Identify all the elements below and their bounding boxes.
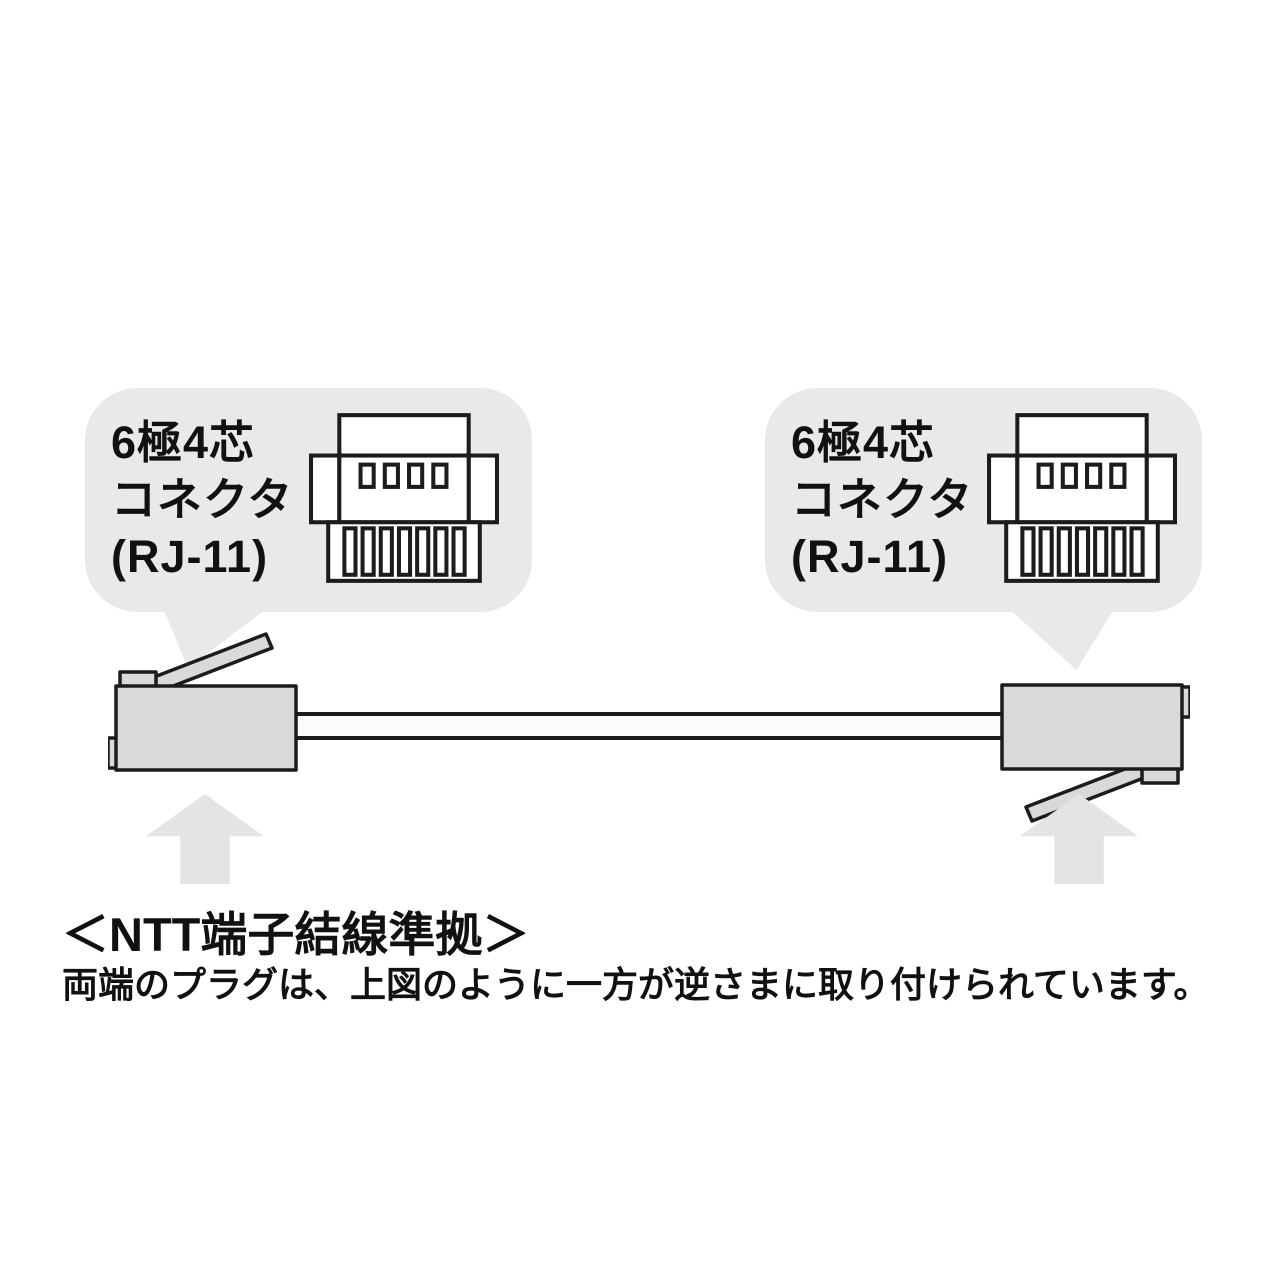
rj11-plug-left-icon (108, 622, 308, 777)
callout-tail-right (1006, 606, 1116, 670)
caption-title: ＜NTT端子結線準拠＞ (62, 908, 530, 961)
rj11-connector-front-icon (308, 412, 500, 584)
callout-right-line1: 6極4芯 (791, 417, 936, 468)
callout-left-line2: コネクタ (111, 474, 294, 525)
callout-bubble-right: 6極4芯 コネクタ (RJ-11) (765, 388, 1202, 612)
rj11-connector-front-icon (986, 412, 1178, 584)
caption-body: 両端のプラグは、上図のように一方が逆さまに取り付けられています。 (62, 964, 1210, 1005)
callout-left-label: 6極4芯 コネクタ (RJ-11) (111, 414, 293, 585)
telephone-cable (278, 712, 1012, 740)
callout-right-line2: コネクタ (791, 474, 974, 525)
callout-bubble-left: 6極4芯 コネクタ (RJ-11) (85, 388, 532, 612)
up-arrow-icon-left (146, 794, 264, 884)
callout-left-line1: 6極4芯 (111, 417, 256, 468)
callout-left-line3: (RJ-11) (111, 531, 269, 582)
callout-right-line3: (RJ-11) (791, 531, 949, 582)
callout-right-label: 6極4芯 コネクタ (RJ-11) (791, 414, 973, 585)
